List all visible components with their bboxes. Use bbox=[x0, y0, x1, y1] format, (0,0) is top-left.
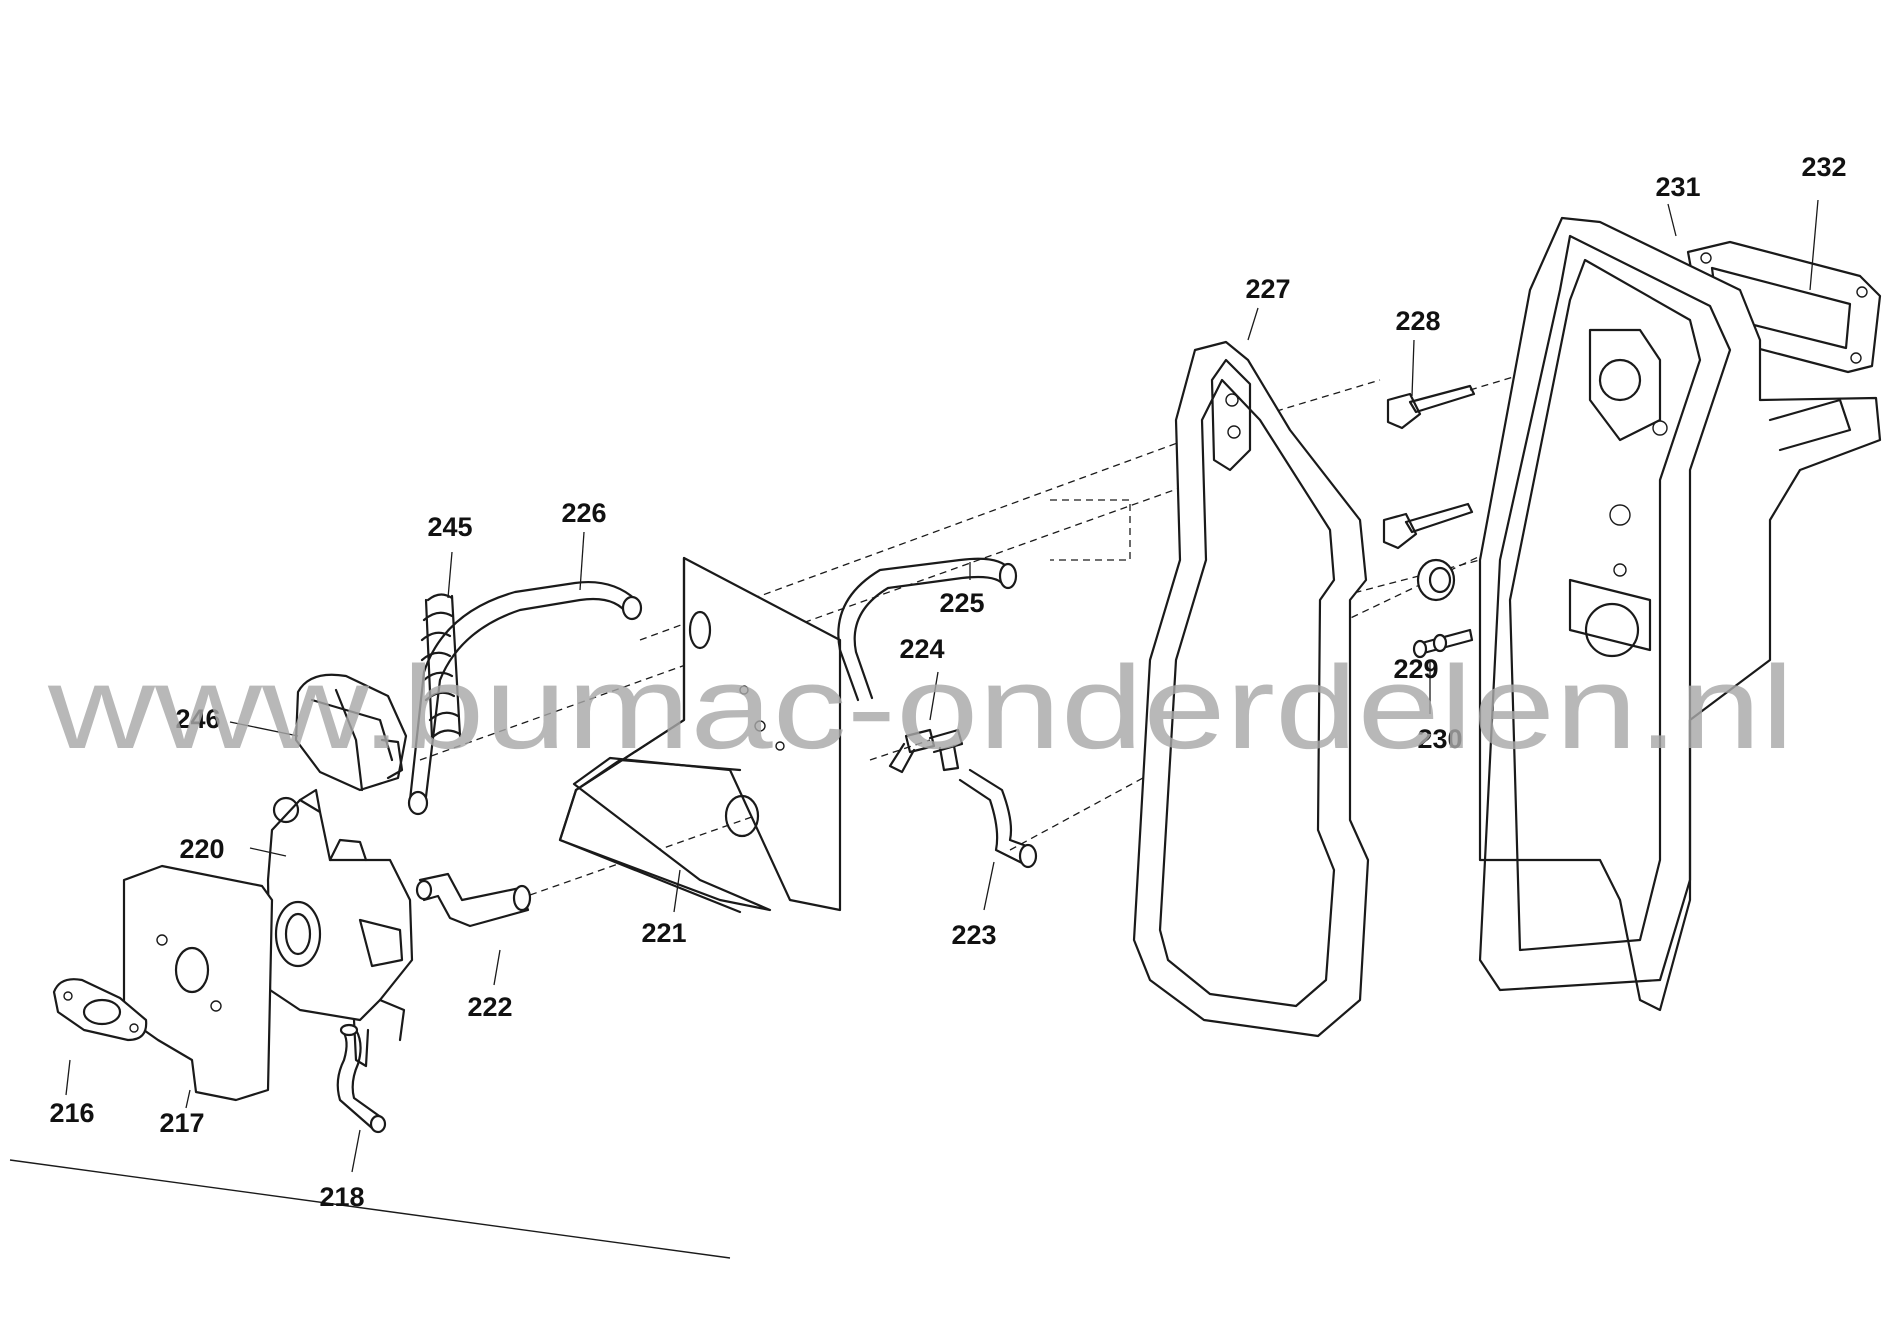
part-223-hose bbox=[958, 768, 1038, 869]
part-229-grommet bbox=[1416, 558, 1456, 602]
part-218-fuel-line bbox=[336, 1023, 387, 1134]
callout-220: 220 bbox=[179, 834, 224, 864]
callout-228: 228 bbox=[1395, 306, 1440, 336]
part-228-screw-lower bbox=[1382, 502, 1474, 550]
part-231-housing bbox=[1478, 216, 1882, 1012]
callout-226: 226 bbox=[561, 498, 606, 528]
part-221-plate bbox=[558, 556, 842, 914]
watermark-text: www.bumac-onderdelen.nl bbox=[47, 642, 1794, 774]
callout-227: 227 bbox=[1245, 274, 1290, 304]
callout-leaders bbox=[65, 199, 1819, 1173]
part-228-screw bbox=[1386, 384, 1476, 430]
callout-246: 246 bbox=[175, 704, 220, 734]
part-225-hose bbox=[837, 557, 1018, 702]
callout-216: 216 bbox=[49, 1098, 94, 1128]
part-245-spring bbox=[420, 593, 462, 740]
callout-223: 223 bbox=[951, 920, 996, 950]
callout-232: 232 bbox=[1801, 152, 1846, 182]
callout-224: 224 bbox=[899, 634, 944, 664]
callout-225: 225 bbox=[939, 588, 984, 618]
callout-231: 231 bbox=[1655, 172, 1700, 202]
part-246-cover bbox=[294, 673, 408, 792]
callout-230: 230 bbox=[1417, 724, 1462, 754]
callout-245: 245 bbox=[427, 512, 472, 542]
callout-217: 217 bbox=[159, 1108, 204, 1138]
callout-218: 218 bbox=[319, 1182, 364, 1212]
callout-222: 222 bbox=[467, 992, 512, 1022]
callout-labels: 216 217 218 220 221 222 223 224 225 226 … bbox=[49, 152, 1846, 1212]
part-224-tee bbox=[888, 728, 964, 774]
callout-221: 221 bbox=[641, 918, 686, 948]
part-227-frame bbox=[1132, 340, 1370, 1038]
part-222-elbow bbox=[415, 872, 532, 928]
base-line bbox=[9, 1159, 731, 1259]
part-217-plate bbox=[122, 864, 274, 1102]
part-216-gasket bbox=[52, 978, 148, 1042]
part-230-stud bbox=[1412, 628, 1474, 659]
part-226-hose bbox=[407, 581, 643, 816]
callout-229: 229 bbox=[1393, 654, 1438, 684]
part-220-carburetor bbox=[266, 788, 414, 1068]
